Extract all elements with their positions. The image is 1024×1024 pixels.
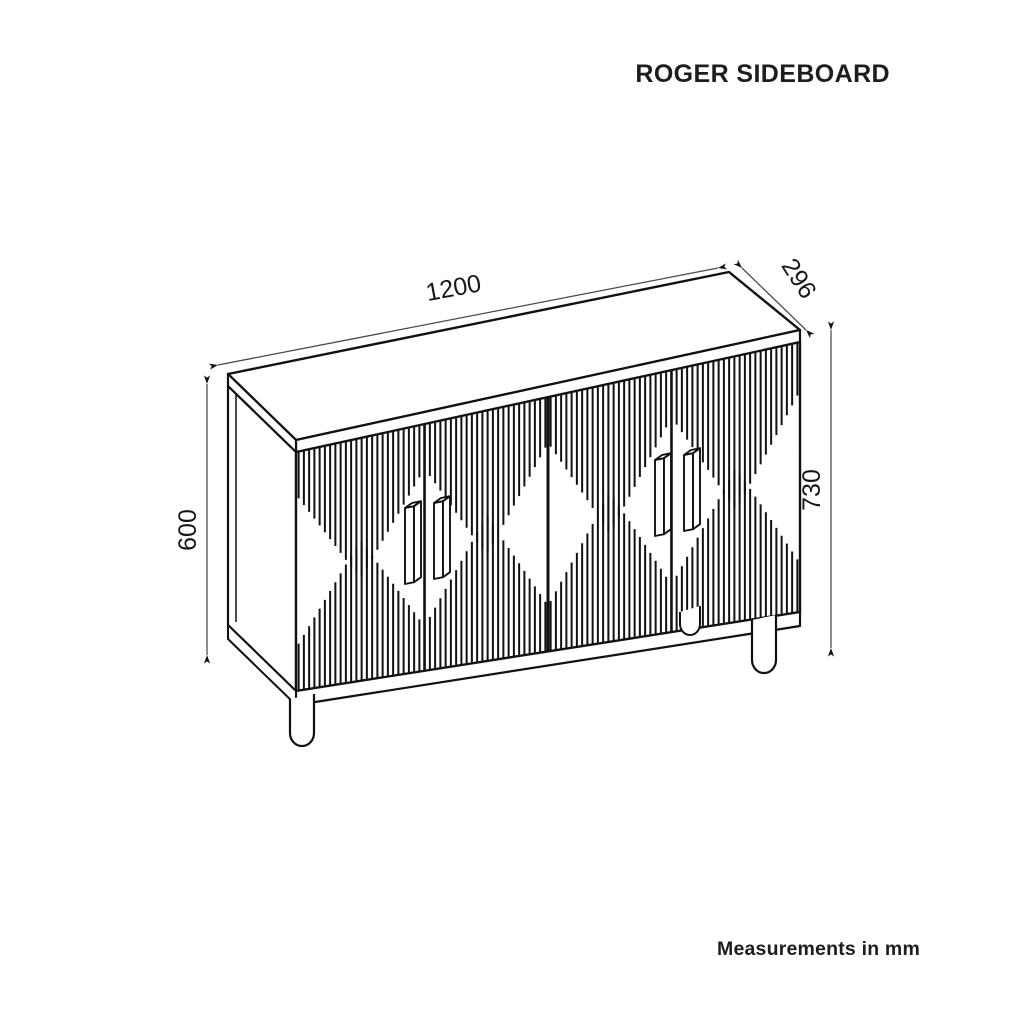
- handle-side-face: [413, 500, 422, 584]
- handle-front-face: [683, 452, 694, 532]
- handle-door-2[interactable]: [404, 500, 422, 585]
- dim-line-depth: [733, 259, 815, 339]
- handle-door-4[interactable]: [654, 452, 672, 537]
- handle-door-3[interactable]: [433, 495, 451, 580]
- handle-side-face: [692, 447, 701, 531]
- handle-side-face: [442, 495, 451, 579]
- handle-side-face: [663, 452, 672, 536]
- handle-front-face: [433, 500, 444, 580]
- sideboard-body: [226, 270, 802, 707]
- handle-door-5[interactable]: [683, 447, 701, 532]
- leg-rear-right: [679, 606, 701, 636]
- handle-group: [404, 447, 701, 585]
- top-panel-left-edge: [226, 372, 298, 454]
- leg-group: [288, 606, 778, 748]
- handle-front-face: [654, 457, 665, 537]
- handle-front-face: [404, 505, 415, 585]
- leg-front-left: [288, 694, 316, 748]
- dim-line-width: [208, 263, 728, 370]
- leg-front-right: [750, 615, 778, 675]
- page-title: ROGER SIDEBOARD: [635, 60, 890, 88]
- units-note: Measurements in mm: [717, 938, 920, 960]
- dim-label-depth: 296: [776, 254, 822, 304]
- dim-label-total-height: 730: [798, 469, 826, 511]
- dim-label-width: 1200: [424, 269, 484, 307]
- dim-label-body-height: 600: [174, 509, 202, 551]
